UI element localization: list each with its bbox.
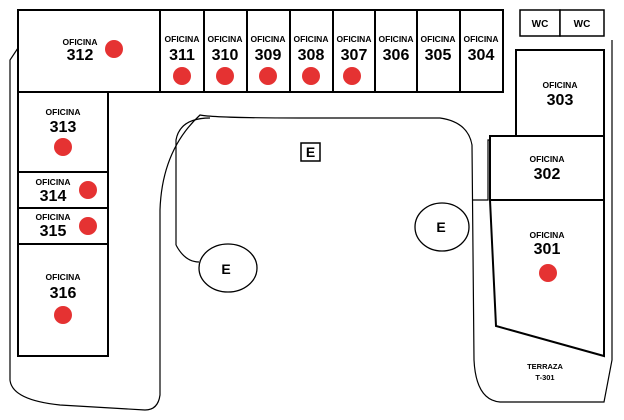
plan-text: E — [221, 261, 230, 277]
office-312-number: 312 — [67, 47, 94, 64]
office-label: OFICINA — [530, 230, 565, 240]
office-311[interactable]: OFICINA 311 — [159, 9, 205, 93]
office-312-status-dot — [105, 40, 123, 58]
office-label: OFICINA — [46, 272, 81, 282]
office-315-status-dot — [79, 217, 97, 235]
office-number: 302 — [534, 166, 561, 183]
office-304[interactable]: OFICINA 304 — [459, 9, 504, 93]
office-311-status-dot — [173, 67, 191, 85]
office-308-status-dot — [302, 67, 320, 85]
office-314[interactable]: OFICINA 314 — [17, 171, 109, 209]
terrace-label: TERRAZA T-301 — [527, 362, 563, 382]
office-307-status-dot — [343, 67, 361, 85]
office-label: OFICINA — [36, 212, 71, 222]
office-number: 315 — [40, 223, 67, 240]
office-313[interactable]: OFICINA 313 — [17, 91, 109, 173]
office-305[interactable]: OFICINA 305 — [416, 9, 461, 93]
corridor-outline — [9, 40, 613, 411]
office-309-status-dot — [259, 67, 277, 85]
office-302[interactable]: OFICINA 302 — [489, 135, 605, 201]
office-label: OFICINA — [421, 34, 456, 44]
office-label: OFICINA — [379, 34, 414, 44]
office-307[interactable]: OFICINA 307 — [332, 9, 376, 93]
office-number: 310 — [212, 47, 239, 64]
office-number: 314 — [40, 188, 67, 205]
plan-text: TERRAZA — [527, 362, 563, 371]
wc-left[interactable]: WC — [519, 9, 561, 37]
office-number: 309 — [255, 47, 282, 64]
wc-right[interactable]: WC — [559, 9, 605, 37]
office-number: 304 — [468, 47, 495, 64]
office-number: 311 — [169, 47, 195, 64]
plan-text: WC — [532, 19, 549, 30]
office-label: OFICINA — [36, 177, 71, 187]
plan-text: T-301 — [535, 373, 554, 382]
office-label: OFICINA — [208, 34, 243, 44]
office-301-status-dot — [539, 264, 557, 282]
office-number: 306 — [383, 47, 410, 64]
office-label: OFICINA — [46, 107, 81, 117]
elevator-right[interactable]: E — [414, 202, 470, 252]
stair-marker: E — [300, 142, 321, 162]
office-number: 316 — [50, 285, 77, 302]
elevator-left[interactable]: E — [175, 243, 258, 293]
office-312[interactable]: OFICINA 312 — [17, 9, 161, 93]
plan-text: E — [436, 219, 445, 235]
office-309[interactable]: OFICINA 309 — [246, 9, 291, 93]
office-306[interactable]: OFICINA 306 — [374, 9, 418, 93]
office-number: 313 — [50, 119, 77, 136]
office-308[interactable]: OFICINA 308 — [289, 9, 334, 93]
office-number: 303 — [547, 92, 574, 109]
office-316-status-dot — [54, 306, 72, 324]
office-label: OFICINA — [530, 154, 565, 164]
office-label: OFICINA — [543, 80, 578, 90]
office-312-label: OFICINA — [63, 37, 98, 47]
office-label: OFICINA — [337, 34, 372, 44]
office-number: 305 — [425, 47, 452, 64]
office-316[interactable]: OFICINA 316 — [17, 243, 109, 357]
office-number: 301 — [534, 241, 561, 258]
plan-text: WC — [574, 19, 591, 30]
office-310-status-dot — [216, 67, 234, 85]
plan-text: E — [306, 144, 315, 160]
office-number: 308 — [298, 47, 325, 64]
office-label: OFICINA — [165, 34, 200, 44]
inner-corridor — [175, 117, 211, 245]
office-315[interactable]: OFICINA 315 — [17, 207, 109, 245]
office-label: OFICINA — [464, 34, 499, 44]
office-303[interactable]: OFICINA 303 — [515, 49, 605, 137]
office-310[interactable]: OFICINA 310 — [203, 9, 248, 93]
office-314-status-dot — [79, 181, 97, 199]
office-number: 307 — [341, 47, 368, 64]
office-313-status-dot — [54, 138, 72, 156]
office-label: OFICINA — [294, 34, 329, 44]
office-301[interactable]: OFICINA 301 — [488, 199, 605, 358]
office-label: OFICINA — [251, 34, 286, 44]
